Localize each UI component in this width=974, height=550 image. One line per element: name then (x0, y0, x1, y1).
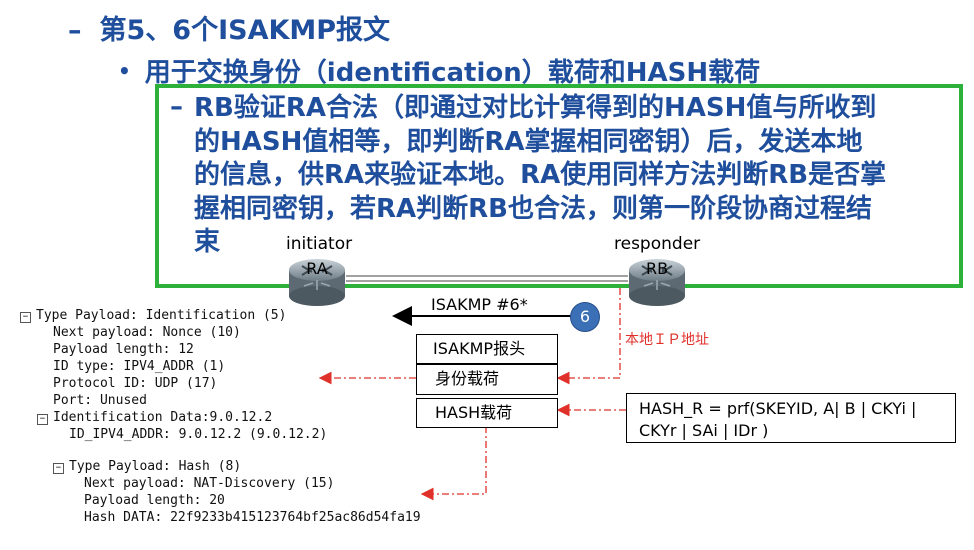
tree-field: Protocol ID: UDP (17) (53, 376, 218, 391)
note-line: 的HASH值相等，即判断RA掌握相同密钥）后，发送本地 (194, 126, 863, 157)
tree-field: Payload length: 12 (53, 342, 194, 357)
packet-hash-payload: HASH载荷 (416, 398, 558, 428)
tree-text: Type Payload: Identification (5) (36, 308, 287, 323)
note-line: RB验证RA合法（即通过对比计算得到的HASH值与所收到 (194, 93, 877, 123)
tree-node-hash[interactable]: −Type Payload: Hash (8) (53, 458, 241, 475)
hash-formula-line: CKYr | SAi | IDr ) (639, 421, 769, 440)
heading-level1: –第5、6个ISAKMP报文 (68, 15, 391, 46)
tree-text: Type Payload: Hash (8) (69, 459, 242, 474)
router-icon (626, 250, 688, 312)
step-badge: 6 (570, 302, 600, 332)
note-dash: – (170, 92, 183, 122)
responder-label: responder (614, 234, 701, 254)
tree-field: Payload length: 20 (84, 493, 225, 508)
router-a-label: RA (306, 259, 328, 278)
tree-field: Port: Unused (53, 393, 147, 408)
heading1-text: 第5、6个ISAKMP报文 (99, 15, 391, 46)
tree-field: Next payload: Nonce (10) (53, 325, 241, 340)
hash-formula-box: HASH_R = prf(SKEYID, A| B | CKYi | CKYr … (626, 393, 956, 443)
highlight-box (155, 84, 963, 288)
packet-identity-payload: 身份载荷 (416, 364, 558, 395)
tree-field: ID type: IPV4_ADDR (1) (53, 359, 226, 374)
router-icon (286, 250, 348, 312)
note-line: 的信息，供RA来验证本地。RA使用同样方法判断RB是否掌 (194, 160, 887, 190)
note-line: 握相同密钥，若RA判断RB也合法，则第一阶段协商过程结 (194, 193, 872, 224)
packet-header: ISAKMP报头 (416, 334, 558, 364)
tree-node-identification-data[interactable]: −Identification Data:9.0.12.2 (37, 409, 272, 426)
note-line: 束 (194, 227, 221, 257)
router-b-label: RB (645, 259, 669, 278)
local-ip-note: 本地ＩＰ地址 (625, 332, 709, 348)
tree-field: ID_IPV4_ADDR: 9.0.12.2 (9.0.12.2) (69, 427, 328, 442)
collapse-icon[interactable]: − (37, 414, 48, 425)
red-arrow-local-ip (556, 288, 621, 385)
message-label: ISAKMP #6* (431, 295, 528, 314)
collapse-icon[interactable]: − (20, 312, 31, 323)
note-paragraph: RB验证RA合法（即通过对比计算得到的HASH值与所收到 的HASH值相等，即判… (194, 92, 944, 260)
heading-level2: •用于交换身份（identification）载荷和HASH载荷 (118, 58, 761, 88)
heading2-text: 用于交换身份（identification）载荷和HASH载荷 (144, 58, 761, 88)
collapse-icon[interactable]: − (53, 463, 64, 474)
initiator-label: initiator (286, 234, 353, 254)
tree-field: Next payload: NAT-Discovery (15) (84, 476, 335, 491)
tree-node-identification[interactable]: −Type Payload: Identification (5) (20, 307, 286, 324)
red-arrow-hash-data (420, 426, 487, 501)
tree-field: Hash DATA: 22f9233b415123764bf25ac86d54f… (84, 510, 421, 525)
hash-formula-line: HASH_R = prf(SKEYID, A| B | CKYi | (639, 399, 917, 418)
tree-text: Identification Data:9.0.12.2 (53, 410, 273, 425)
